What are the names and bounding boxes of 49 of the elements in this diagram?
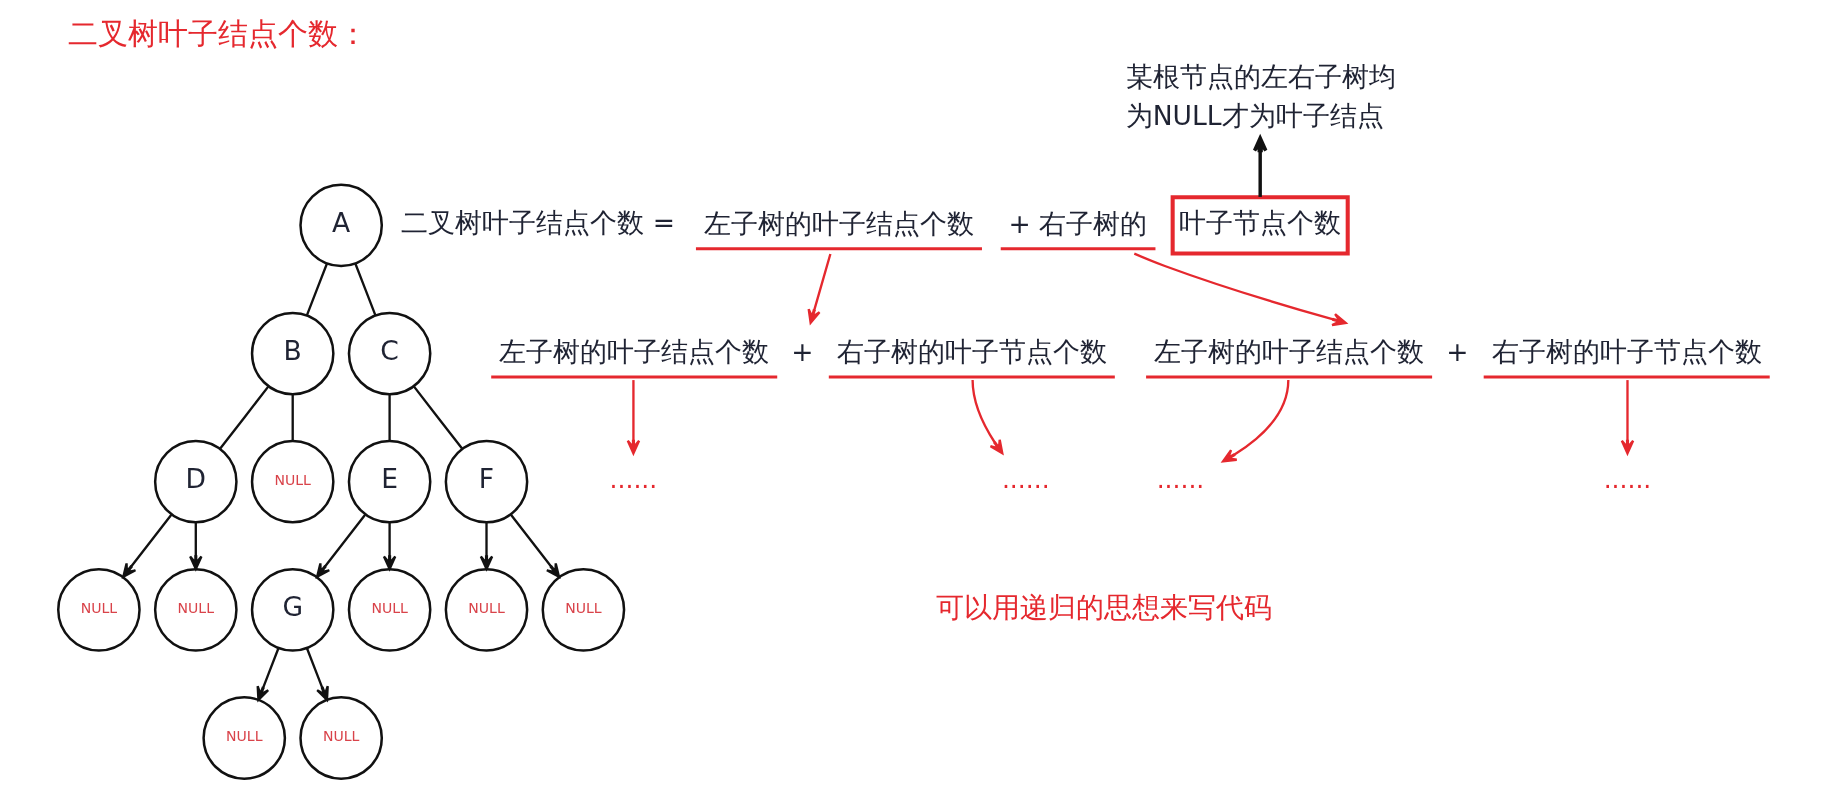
connector: [412, 385, 463, 450]
arrow: [382, 522, 396, 571]
connector: [291, 394, 294, 441]
node-text: 左子树的叶子结点个数: [703, 207, 974, 239]
node-text: ......: [1603, 464, 1651, 494]
arrow: [626, 380, 640, 455]
arrow: [315, 514, 366, 578]
node-text: 左子树的叶子结点个数 + 右子树的叶子节点个数: [1153, 335, 1761, 367]
node-circle: B: [250, 311, 335, 396]
node-circle: A: [298, 183, 383, 268]
node-text: 某根节点的左右子树均为NULL才为叶子结点: [1125, 60, 1396, 131]
arrow: [256, 647, 280, 702]
arrow: [970, 380, 1003, 455]
node-circle: D: [153, 439, 238, 524]
node-circle: E: [347, 439, 431, 524]
arrow: [1252, 136, 1268, 197]
node-circle: G: [250, 567, 335, 652]
diagram-title: 二叉树叶子结点个数：: [67, 16, 368, 52]
node-circle: NULL: [201, 696, 286, 780]
node-box: 叶子节点个数: [1170, 195, 1350, 256]
label: 可以用递归的思想来写代码: [935, 590, 1272, 624]
connector: [353, 263, 377, 316]
arrow: [305, 647, 329, 702]
node-circle: NULL: [56, 567, 141, 652]
arrow: [479, 522, 493, 571]
connector: [305, 263, 328, 316]
node-circle: NULL: [153, 567, 238, 652]
node-circle: NULL: [250, 439, 335, 524]
arrow: [1133, 252, 1347, 327]
node-circle: NULL: [298, 696, 383, 780]
connector: [218, 385, 269, 450]
node-text: 左子树的叶子结点个数 + 右子树的叶子节点个数: [498, 335, 1107, 367]
connector: [387, 394, 391, 441]
arrow: [807, 253, 831, 324]
node-text: ......: [609, 464, 657, 494]
label: 二叉树叶子结点个数 =: [400, 206, 675, 238]
node-text: ......: [1156, 464, 1204, 494]
node-circle: NULL: [541, 567, 625, 652]
node-circle: F: [444, 439, 528, 524]
node-text: + 右子树的: [1008, 207, 1147, 239]
arrow: [509, 514, 560, 578]
node-circle: NULL: [444, 567, 528, 652]
node-circle: NULL: [347, 567, 431, 652]
node-text: ......: [1001, 464, 1050, 494]
arrow: [1620, 380, 1634, 455]
node-circle: C: [347, 311, 431, 396]
arrow: [188, 522, 203, 571]
arrow: [121, 514, 172, 578]
arrow: [1221, 380, 1289, 463]
